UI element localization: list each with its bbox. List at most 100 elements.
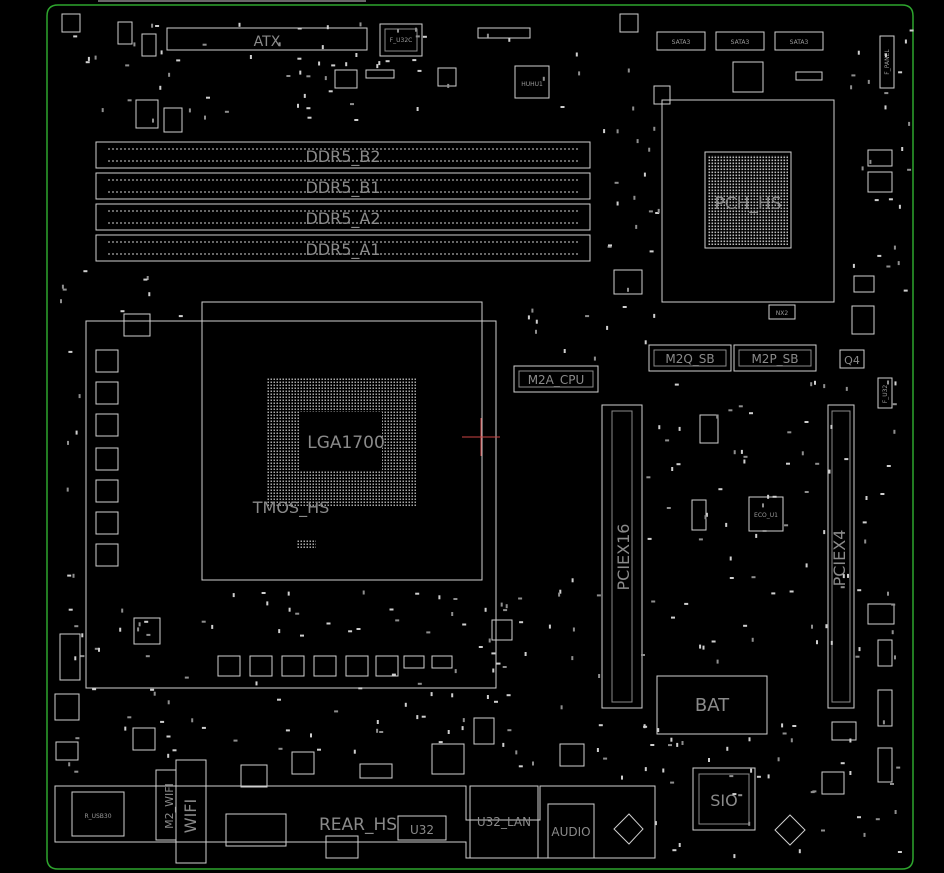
smd-pad	[596, 748, 599, 752]
smd-pad	[288, 607, 291, 612]
ddr5-a1-label: DDR5_A1	[305, 240, 380, 260]
smd-pad	[146, 276, 149, 280]
smd-pad	[884, 92, 889, 95]
smd-pad	[500, 602, 503, 607]
smd-pad	[850, 85, 853, 90]
smd-pad	[61, 284, 64, 289]
smd-pad	[767, 774, 770, 779]
smd-pad	[880, 493, 885, 495]
smd-pad	[378, 61, 381, 66]
smd-pad	[657, 208, 660, 213]
smd-pad	[376, 64, 379, 69]
smd-pad	[786, 462, 790, 465]
smd-pad	[864, 539, 867, 544]
smd-pad	[740, 449, 743, 454]
smd-pad	[261, 592, 266, 594]
smd-pad	[166, 735, 171, 738]
smd-pad	[359, 22, 362, 27]
smd-pad	[535, 319, 538, 324]
smd-pad	[877, 254, 882, 257]
tmos-hs-label: TMOS_HS	[252, 498, 330, 518]
smd-pad	[151, 23, 154, 28]
smd-pad	[861, 166, 864, 171]
smd-pad	[211, 624, 214, 629]
smd-pad	[559, 589, 562, 594]
smd-pad	[676, 742, 679, 747]
smd-pad	[201, 726, 206, 729]
smd-pad	[571, 656, 574, 661]
f-panel-connector: F_PANEL	[879, 35, 895, 89]
smd-pad	[297, 103, 299, 108]
smd-pad	[531, 308, 534, 313]
smd-pad	[496, 662, 501, 665]
smd-pad	[593, 356, 596, 361]
smd-pad	[908, 121, 911, 126]
rear-hs-label: REAR_HS	[319, 815, 397, 835]
smd-pad	[748, 821, 751, 826]
smd-pad	[805, 563, 808, 568]
smd-pad	[862, 521, 867, 524]
smd-pad	[798, 849, 801, 854]
smd-pad	[494, 700, 498, 703]
smd-pad	[278, 747, 283, 750]
ddr5-slots: DDR5_B2 DDR5_B1 DDR5_A2 DDR5_A1	[95, 141, 591, 262]
smd-pad	[502, 742, 505, 747]
smd-pad	[716, 414, 719, 419]
smd-pad	[67, 440, 69, 445]
m2a-cpu-slot: M2A_CPU	[513, 365, 599, 393]
smd-pad	[321, 45, 324, 50]
smd-pad	[507, 729, 512, 732]
smd-pad	[901, 147, 904, 151]
smd-pad	[816, 640, 818, 645]
smd-pad	[143, 278, 148, 281]
smd-pad	[606, 325, 609, 330]
smd-pad	[674, 383, 679, 386]
smd-pad	[255, 681, 258, 686]
smd-pad	[678, 426, 681, 431]
smd-pad	[751, 576, 756, 579]
q4-label: Q4	[844, 354, 860, 367]
u32-label: U32	[410, 823, 434, 837]
pciex16-label: PCIEX16	[614, 524, 633, 591]
smd-pad	[782, 732, 787, 735]
nx2-part: NX2	[768, 304, 796, 320]
smd-pad	[376, 720, 379, 724]
smd-pad	[718, 488, 723, 491]
smd-pad	[784, 524, 789, 527]
smd-pad	[904, 39, 907, 44]
smd-pad	[781, 723, 784, 728]
smd-pad	[137, 627, 140, 632]
atx-connector: ATX	[166, 27, 368, 51]
smd-pad	[743, 624, 748, 627]
smd-pad	[702, 645, 705, 650]
smd-pad	[909, 29, 914, 32]
smd-pad	[119, 627, 122, 632]
smd-pad	[503, 609, 508, 612]
smd-pad	[416, 715, 419, 720]
smd-pad	[201, 620, 206, 623]
smd-pad	[845, 386, 848, 391]
smd-pad	[857, 589, 862, 592]
smd-pad	[532, 761, 534, 766]
m2q-sb-label: M2Q_SB	[665, 352, 714, 366]
smd-pad	[328, 90, 333, 93]
smd-pad	[789, 590, 794, 593]
smd-pad	[307, 116, 312, 119]
smd-pad	[729, 577, 734, 579]
smd-pad	[897, 851, 902, 853]
smd-pad	[68, 350, 73, 353]
smd-pad	[415, 27, 417, 32]
smd-pad	[894, 810, 897, 814]
sio-chip: SIO	[692, 767, 756, 831]
smd-pad	[648, 147, 651, 152]
smd-pad	[651, 600, 656, 603]
smd-pad	[648, 210, 653, 213]
smd-pad	[865, 496, 868, 500]
smd-pad	[518, 597, 523, 600]
smd-pad	[821, 829, 825, 832]
smd-pad	[535, 329, 537, 334]
smd-pad	[348, 630, 353, 633]
smd-pad	[421, 715, 426, 718]
smd-pad	[622, 306, 627, 308]
